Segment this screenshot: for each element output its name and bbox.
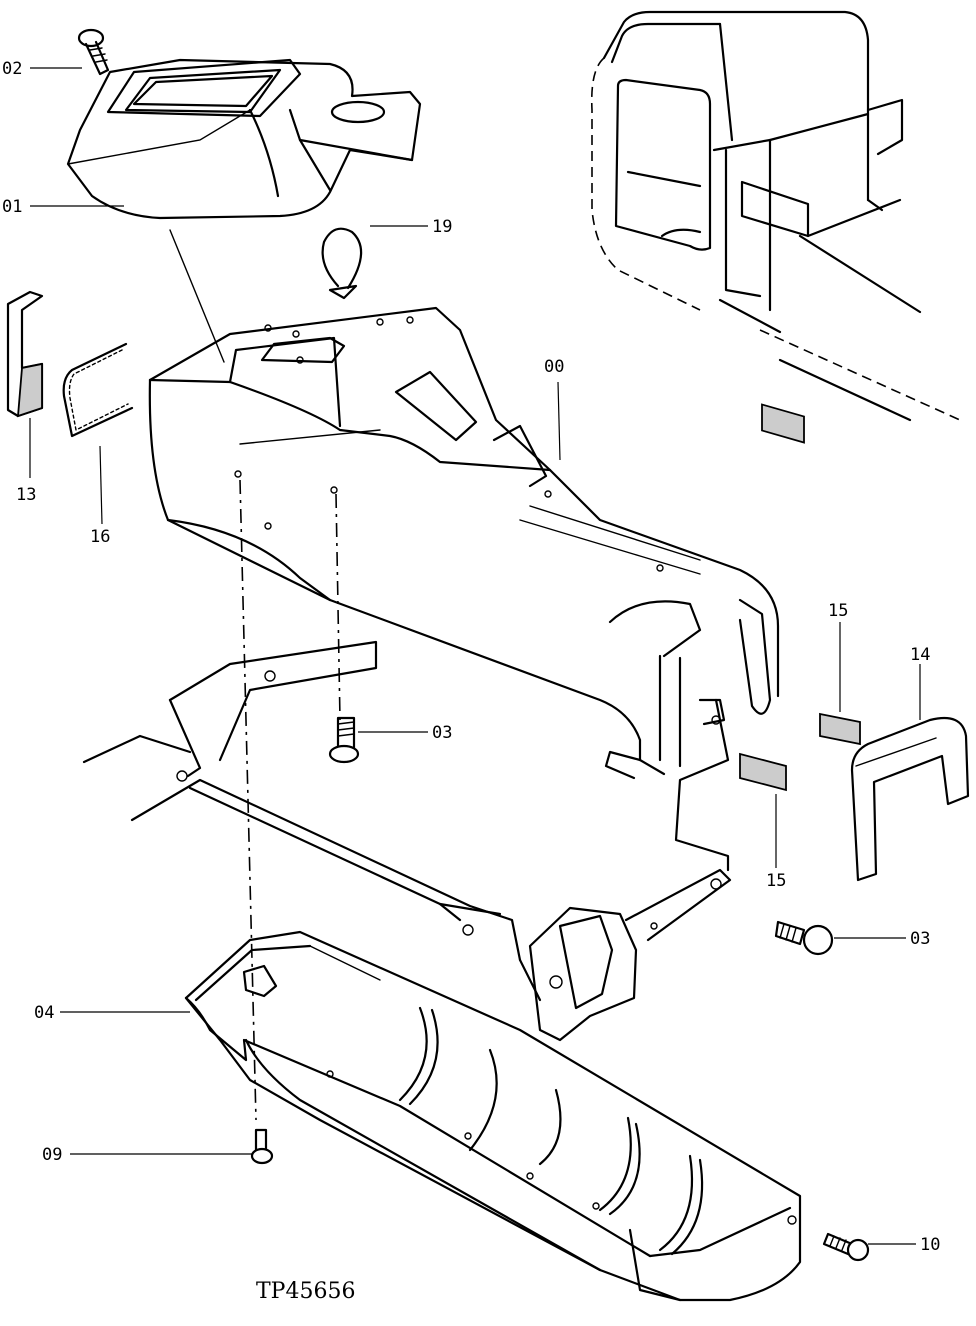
callout-15-lower: 15 [766, 871, 786, 891]
callout-13: 13 [16, 485, 36, 505]
seal-strip-part-16 [62, 342, 134, 438]
callout-04: 04 [34, 1003, 54, 1023]
screw-part-10 [822, 1232, 870, 1262]
callout-00: 00 [544, 357, 564, 377]
assembly-center-lines [169, 229, 341, 1121]
bolt-part-03-lower [774, 920, 834, 956]
upper-cover-part-01 [66, 58, 422, 220]
callout-labels: 02 01 19 13 16 00 03 15 14 15 03 04 09 1… [2, 59, 940, 1255]
callout-14: 14 [910, 645, 930, 665]
under-pan-part-04 [184, 930, 802, 1302]
callout-15-upper: 15 [828, 601, 848, 621]
screw-part-02 [77, 28, 110, 76]
reference-code: TP45656 [256, 1279, 355, 1304]
console-body-part-00 [148, 306, 780, 780]
channel-part-14 [850, 716, 970, 882]
callout-09: 09 [42, 1145, 62, 1165]
callout-03-upper: 03 [432, 723, 452, 743]
callout-10: 10 [920, 1235, 940, 1255]
pad-part-15-lower [739, 752, 787, 792]
floor-frame [82, 640, 732, 1042]
leader-lines [29, 67, 921, 1245]
callout-02: 02 [2, 59, 22, 79]
callout-01: 01 [2, 197, 22, 217]
callout-03-lower: 03 [910, 929, 930, 949]
callout-19: 19 [432, 217, 452, 237]
bracket-part-13 [6, 290, 44, 418]
callout-16: 16 [90, 527, 110, 547]
screw-part-09 [250, 1128, 274, 1165]
clamp-part-19 [321, 227, 363, 300]
bolt-part-03-upper [328, 716, 360, 764]
cab-inset-illustration [590, 10, 961, 444]
pad-part-15-upper [819, 712, 861, 746]
